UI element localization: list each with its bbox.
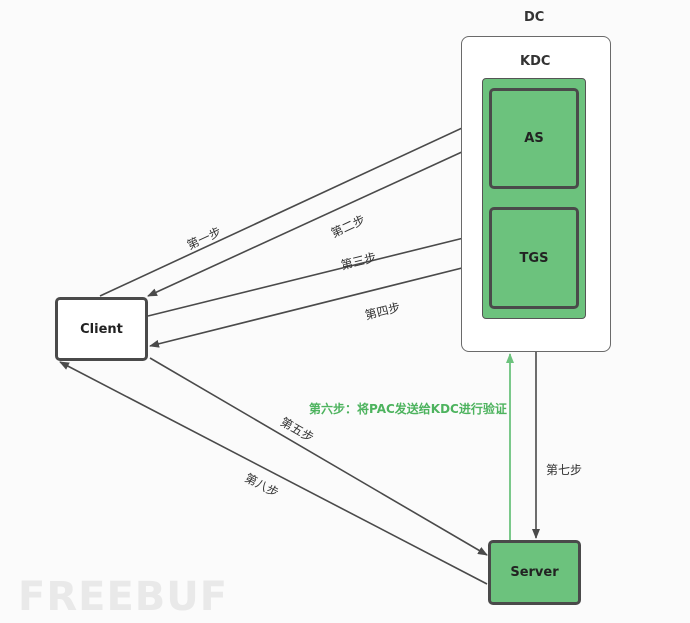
tgs-label: TGS	[519, 250, 549, 266]
arrow-step3	[147, 230, 489, 317]
arrow-step5	[149, 357, 488, 556]
dc-label: DC	[524, 10, 545, 25]
client-label: Client	[80, 321, 123, 337]
tgs-node: TGS	[489, 207, 579, 309]
arrow-step1	[99, 115, 489, 297]
as-node: AS	[489, 88, 579, 189]
arrow-step2	[147, 139, 489, 297]
arrow-step8	[59, 361, 488, 585]
as-label: AS	[524, 131, 544, 146]
arrow-step4	[149, 261, 487, 348]
step6-label: 第六步：将PAC发送给KDC进行验证	[309, 402, 507, 416]
server-label: Server	[510, 565, 559, 580]
step7-label: 第七步	[546, 463, 583, 477]
client-node: Client	[55, 297, 148, 361]
kdc-label: KDC	[520, 54, 551, 69]
server-node: Server	[488, 540, 581, 605]
freebuf-watermark: FREEBUF	[18, 574, 229, 620]
